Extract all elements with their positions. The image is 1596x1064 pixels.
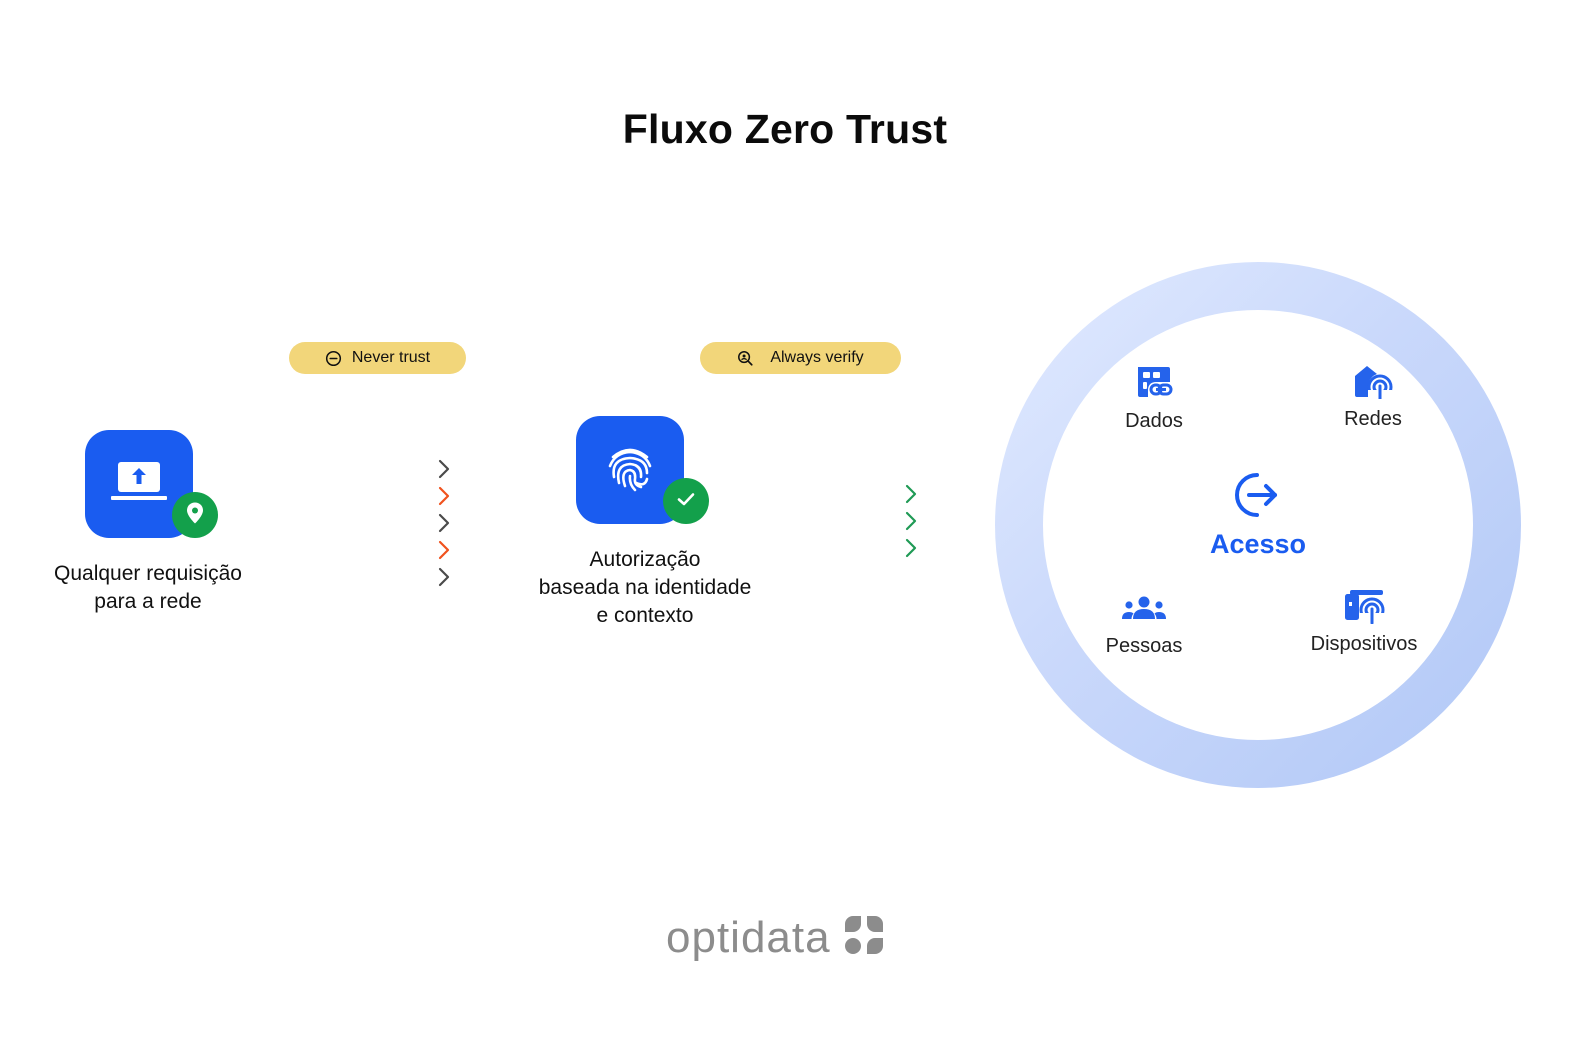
zoom-user-icon (737, 350, 754, 367)
authorization-caption-line1: Autorização (589, 548, 701, 571)
arrow-green-3 (801, 538, 917, 558)
always-verify-label: Always verify (770, 349, 864, 366)
location-pin-icon (185, 501, 205, 530)
data-link-icon (1134, 365, 1174, 406)
arrow-green-2 (801, 511, 917, 531)
node-dados-label: Dados (1125, 410, 1183, 432)
minus-circle-icon (325, 350, 342, 367)
authorization-caption-line3: e contexto (596, 604, 694, 627)
arrow-orange-1 (328, 486, 450, 506)
always-verify-badge: Always verify (700, 342, 901, 374)
node-dispositivos: Dispositivos (1299, 590, 1429, 656)
node-pessoas-label: Pessoas (1105, 635, 1183, 657)
fingerprint-icon (603, 441, 657, 500)
arrow-gray-2 (328, 513, 450, 533)
check-badge (663, 478, 709, 524)
never-trust-label: Never trust (351, 349, 431, 366)
location-badge (172, 492, 218, 538)
arrow-gray-3 (328, 567, 450, 587)
arrow-gray-1 (328, 459, 450, 479)
login-arrow-icon (1235, 472, 1281, 523)
incoming-arrows (328, 459, 450, 587)
node-redes-label: Redes (1344, 408, 1402, 430)
arrow-green-1 (801, 484, 917, 504)
optidata-logo: optidata (666, 910, 885, 965)
page-title: Fluxo Zero Trust (622, 106, 948, 152)
laptop-upload-icon (107, 456, 171, 513)
network-antenna-icon (1352, 363, 1394, 404)
node-acesso: Acesso (1188, 472, 1328, 560)
request-caption: Qualquer requisição para a rede (28, 560, 268, 616)
node-acesso-label: Acesso (1209, 529, 1307, 559)
people-icon (1121, 596, 1167, 625)
authorization-caption: Autorização baseada na identidade e cont… (515, 546, 775, 630)
node-pessoas: Pessoas (1094, 596, 1194, 658)
authorization-caption-line2: baseada na identidade (538, 576, 752, 599)
arrow-orange-2 (328, 540, 450, 560)
check-icon (676, 491, 696, 512)
device-antenna-icon (1343, 590, 1385, 629)
request-caption-line1: Qualquer requisição (54, 562, 242, 585)
outgoing-arrows (801, 484, 917, 558)
node-dispositivos-label: Dispositivos (1310, 633, 1418, 655)
logo-text: optidata (666, 912, 831, 962)
request-caption-line2: para a rede (94, 590, 202, 613)
node-redes: Redes (1323, 363, 1423, 431)
logo-mark-icon (843, 914, 885, 961)
node-dados: Dados (1104, 365, 1204, 433)
never-trust-badge: Never trust (289, 342, 466, 374)
access-ring-inner (1043, 310, 1473, 740)
